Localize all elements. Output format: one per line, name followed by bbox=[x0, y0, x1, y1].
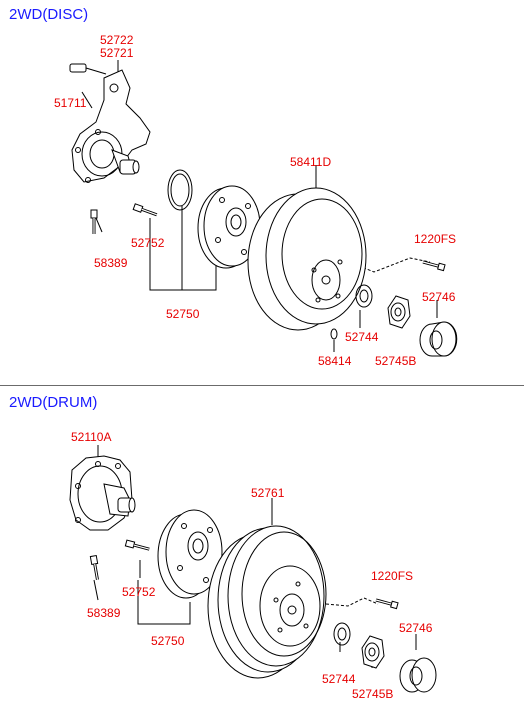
bracket-52750 bbox=[150, 228, 216, 290]
hub-icon bbox=[198, 186, 260, 268]
hub-cap-52746-drum-icon bbox=[400, 658, 436, 692]
part-label-1220FS[interactable]: 1220FS bbox=[414, 232, 457, 246]
bracket-52750-drum bbox=[138, 580, 190, 624]
leader-58389 bbox=[96, 218, 102, 232]
brake-drum-icon bbox=[208, 526, 326, 678]
part-label-52721[interactable]: 52721 bbox=[100, 46, 134, 60]
hub-cap-52746-icon bbox=[420, 322, 457, 356]
leader-1220FS bbox=[340, 258, 430, 272]
part-label-51711[interactable]: 51711 bbox=[54, 96, 87, 110]
disc-section-title: 2WD(DISC) bbox=[9, 6, 89, 23]
part-label-58389-drum[interactable]: 58389 bbox=[87, 606, 121, 620]
knuckle-icon bbox=[70, 64, 150, 183]
hub-bolt-52752-drum-icon bbox=[123, 538, 152, 554]
part-label-52745B[interactable]: 52745B bbox=[375, 354, 417, 368]
part-label-52746-drum[interactable]: 52746 bbox=[399, 621, 433, 635]
part-label-1220FS-drum[interactable]: 1220FS bbox=[371, 569, 414, 583]
leader-51711 bbox=[82, 92, 92, 108]
wheel-bolt-1220FS-drum-icon bbox=[375, 597, 398, 608]
brake-disc-icon bbox=[248, 188, 366, 330]
part-label-58389[interactable]: 58389 bbox=[94, 256, 128, 270]
part-label-52750[interactable]: 52750 bbox=[166, 307, 200, 321]
washer-52744-icon bbox=[356, 285, 372, 307]
part-label-52110A[interactable]: 52110A bbox=[71, 430, 112, 444]
hub-drum-icon bbox=[158, 510, 222, 598]
part-label-52752[interactable]: 52752 bbox=[131, 236, 165, 250]
part-label-52746[interactable]: 52746 bbox=[422, 290, 456, 304]
section-divider bbox=[0, 385, 524, 386]
drum-section-title: 2WD(DRUM) bbox=[9, 394, 98, 411]
part-label-58414[interactable]: 58414 bbox=[318, 354, 352, 368]
part-label-52745B-drum[interactable]: 52745B bbox=[352, 687, 394, 701]
bolt-58389-drum-icon bbox=[88, 554, 102, 582]
part-label-52761[interactable]: 52761 bbox=[251, 486, 285, 500]
wheel-bolt-1220FS-icon bbox=[422, 259, 445, 270]
bolt-58389-icon bbox=[89, 208, 99, 236]
leader-1220FS-drum bbox=[326, 598, 378, 606]
cotter-58414-icon bbox=[331, 329, 337, 339]
part-label-58411D[interactable]: 58411D bbox=[290, 155, 332, 169]
tone-ring-icon bbox=[168, 170, 192, 210]
hub-bolt-52752-icon bbox=[131, 202, 160, 220]
nut-52745B-drum-icon bbox=[362, 636, 384, 668]
part-label-52750-drum[interactable]: 52750 bbox=[151, 634, 185, 648]
part-label-52744[interactable]: 52744 bbox=[345, 330, 379, 344]
spindle-plate-icon bbox=[70, 456, 135, 530]
washer-52744-drum-icon bbox=[334, 623, 350, 645]
part-label-52744-drum[interactable]: 52744 bbox=[322, 672, 356, 686]
part-label-52722[interactable]: 52722 bbox=[100, 33, 134, 47]
part-label-52752-drum[interactable]: 52752 bbox=[122, 585, 156, 599]
nut-52745B-icon bbox=[388, 296, 410, 328]
